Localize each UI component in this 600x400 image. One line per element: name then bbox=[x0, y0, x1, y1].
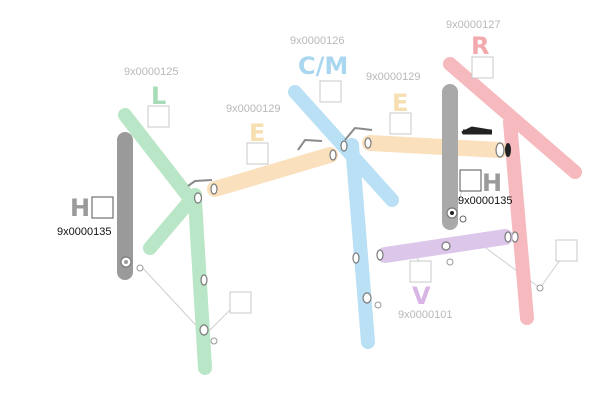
letters: H L E C/M E R H V bbox=[70, 32, 502, 310]
link-l-bar-vertical bbox=[188, 193, 212, 375]
link-cm bbox=[288, 85, 399, 349]
label-box bbox=[147, 105, 170, 128]
group-id-cm: 9x0000126 bbox=[290, 35, 344, 47]
link-v bbox=[376, 229, 513, 266]
label-box bbox=[91, 196, 114, 219]
label-box bbox=[459, 169, 482, 192]
group-letter-e-right: E bbox=[392, 89, 408, 117]
group-letter-h-right: H bbox=[482, 169, 502, 197]
joint-icon bbox=[504, 231, 512, 243]
joint-icon bbox=[495, 142, 505, 158]
joint-icon bbox=[329, 149, 337, 161]
joint-icon bbox=[199, 324, 209, 336]
group-id-r: 9x0000127 bbox=[446, 19, 500, 31]
group-letter-e-left: E bbox=[249, 119, 265, 147]
label-box bbox=[229, 291, 252, 314]
label-box bbox=[555, 239, 578, 262]
label-box bbox=[409, 260, 432, 283]
link-e-right bbox=[362, 126, 511, 158]
link-h-right bbox=[442, 84, 492, 230]
gripper-icon bbox=[505, 143, 511, 157]
joint-icon bbox=[362, 292, 372, 304]
joint-icon bbox=[352, 252, 360, 264]
group-id-h-right: 9x0000135 bbox=[458, 195, 512, 207]
joint-icon bbox=[376, 249, 384, 261]
group-letter-cm: C/M bbox=[298, 52, 348, 80]
link-l-bar-upper bbox=[118, 108, 202, 212]
label-box bbox=[319, 80, 342, 103]
label-box bbox=[246, 142, 269, 165]
frame-marker-icon bbox=[459, 215, 467, 223]
group-id-e-left: 9x0000129 bbox=[226, 103, 280, 115]
joint-icon bbox=[441, 241, 451, 251]
link-r bbox=[443, 57, 582, 325]
joint-icon bbox=[210, 183, 218, 195]
frame-marker-icon bbox=[210, 337, 218, 345]
frame-marker-icon bbox=[446, 258, 454, 266]
group-id-h-left: 9x0000135 bbox=[57, 226, 111, 238]
joint-icon bbox=[200, 274, 208, 286]
frame-marker-icon bbox=[136, 264, 144, 272]
link-l-bar-lower bbox=[143, 188, 202, 255]
group-letter-l: L bbox=[151, 82, 166, 110]
link-e-left bbox=[187, 138, 338, 197]
link-r-bar-vertical bbox=[503, 115, 534, 325]
label-boxes bbox=[91, 56, 578, 314]
group-id-v: 9x0000101 bbox=[398, 309, 452, 321]
link-l bbox=[118, 108, 218, 375]
group-id-e-right: 9x0000129 bbox=[366, 71, 420, 83]
frame-marker-icon bbox=[536, 284, 544, 292]
id-labels: 9x0000135 9x0000125 9x0000129 9x0000126 … bbox=[57, 19, 512, 321]
group-letter-r: R bbox=[471, 32, 489, 60]
label-box bbox=[471, 56, 494, 79]
label-box bbox=[389, 112, 412, 135]
link-h-left bbox=[117, 132, 144, 280]
link-e-left-bar bbox=[207, 147, 338, 197]
joint-icon bbox=[340, 140, 348, 152]
joint-icon bbox=[364, 137, 372, 149]
group-letter-h-left: H bbox=[70, 194, 90, 222]
group-id-l: 9x0000125 bbox=[124, 66, 178, 78]
link-e-right-bar bbox=[362, 135, 508, 158]
frame-marker-icon bbox=[374, 301, 382, 309]
joint-icon bbox=[193, 192, 203, 204]
link-cm-bar-vertical bbox=[345, 138, 375, 349]
group-letter-v: V bbox=[412, 282, 431, 310]
